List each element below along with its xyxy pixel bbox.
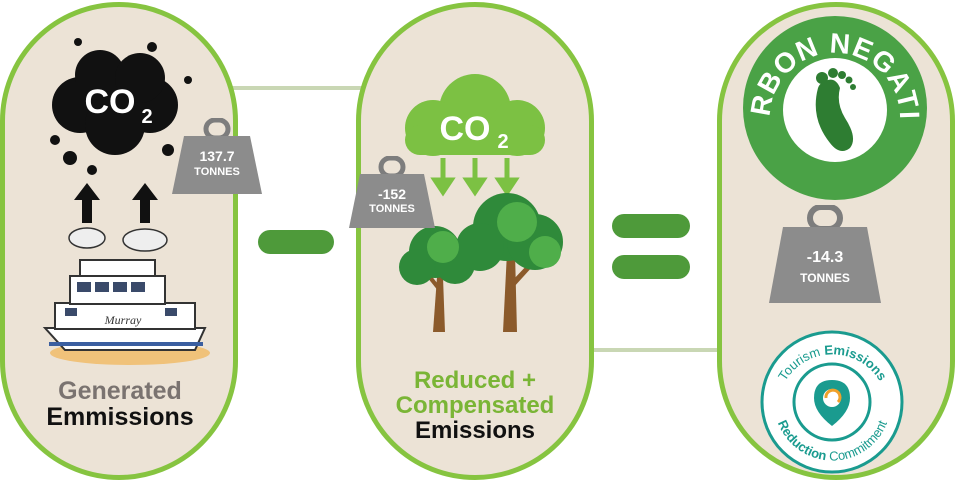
carbon-negative-badge: CARBON NEGATIVE [740, 8, 927, 200]
generated-label-line2: Emmissions [46, 403, 194, 432]
svg-text:2: 2 [141, 106, 152, 128]
equals-operator-top [612, 214, 690, 238]
svg-text:2: 2 [497, 131, 508, 153]
black-co2-cloud-icon: CO 2 [50, 38, 192, 175]
kettlebell-weight-icon [172, 117, 262, 194]
footprint-icon [815, 68, 856, 152]
reduced-label-line3: Emissions [414, 417, 536, 445]
generated-label-line1: Generated [58, 377, 182, 405]
reduced-emissions-label: Reduced + Compensated Emissions [366, 368, 584, 444]
generated-emissions-label: Generated Emmissions [20, 378, 220, 431]
reduced-label-line1: Reduced + [413, 367, 537, 394]
weight-reduced-unit: TONNES [369, 203, 415, 215]
trees-illustration [399, 193, 563, 332]
weight-generated-unit: TONNES [194, 166, 240, 178]
weight-generated: 137.7 TONNES [170, 117, 264, 196]
houseboat-illustration: Murray [42, 259, 210, 365]
weight-reduced: -152 TONNES [347, 155, 437, 230]
exhaust-arrows-icon [68, 183, 168, 252]
svg-text:Murray: Murray [104, 313, 142, 327]
tourism-emissions-seal: Tourism Emissions Reduction Commitment [760, 330, 904, 474]
svg-text:CO: CO [85, 83, 136, 121]
svg-text:CO: CO [440, 110, 491, 148]
kettlebell-weight-icon [769, 204, 881, 303]
location-pin-icon [814, 380, 850, 426]
weight-net: -14.3 TONNES [767, 204, 883, 305]
reduced-label-line2: Compensated [395, 392, 555, 420]
equals-operator-bottom [612, 255, 690, 279]
weight-net-value: -14.3 [806, 249, 844, 266]
minus-operator [258, 230, 334, 254]
weight-generated-value: 137.7 [199, 148, 235, 164]
kettlebell-weight-icon [349, 155, 435, 228]
green-co2-cloud-icon: CO 2 [405, 74, 545, 197]
weight-reduced-value: -152 [377, 186, 407, 202]
weight-net-unit: TONNES [800, 271, 850, 285]
